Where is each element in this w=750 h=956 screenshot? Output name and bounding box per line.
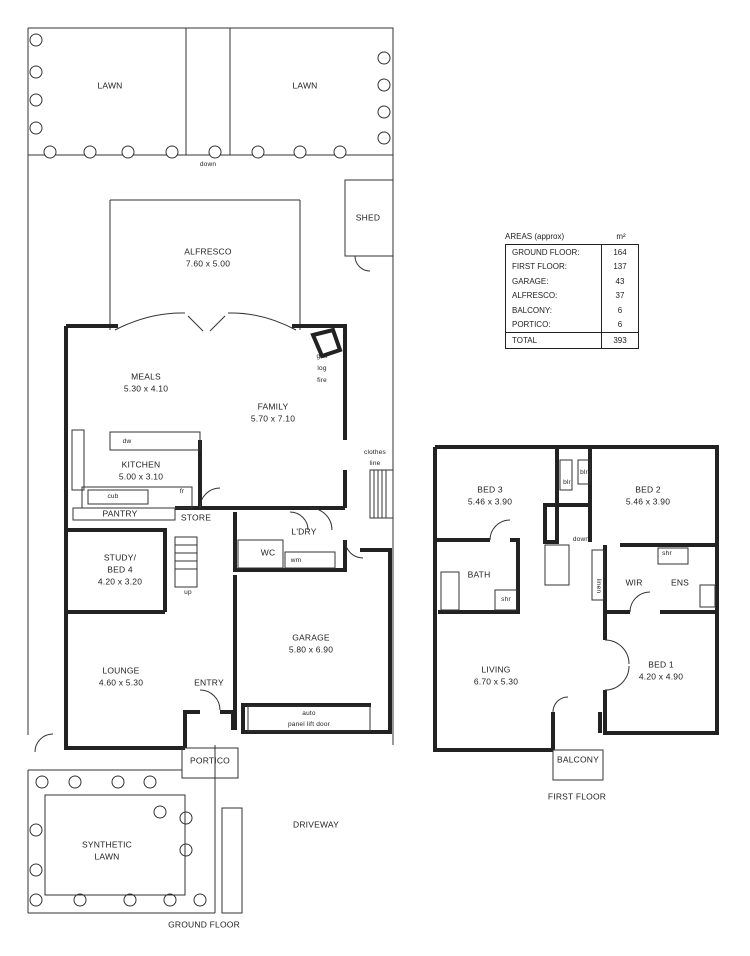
synthetic-lawn-label-line2: LAWN [94, 851, 120, 862]
wir-label: WIR [625, 577, 643, 588]
alfresco-size: 7.60 x 5.00 [185, 258, 231, 269]
ensuite-label: ENS [670, 577, 690, 588]
first-floor-title: FIRST FLOOR [547, 791, 607, 802]
lounge-size: 4.60 x 5.30 [98, 677, 144, 688]
study-label-line1: STUDY/ [103, 552, 137, 563]
garage-label: GARAGE [292, 632, 330, 643]
living-label: LIVING [481, 664, 511, 675]
areas-row: GROUND FLOOR:164 [506, 245, 638, 260]
garage-size: 5.80 x 6.90 [288, 644, 334, 655]
areas-row: GARAGE:43 [506, 274, 638, 289]
balcony-label: BALCONY [556, 754, 600, 765]
washing-machine-label: wm [290, 557, 302, 564]
areas-table-header: AREAS (approx) m² [505, 228, 639, 244]
bed1-label: BED 1 [648, 659, 674, 670]
log-label: log [317, 365, 327, 372]
fridge-label: fr [179, 488, 185, 495]
linen-label: linen [595, 578, 602, 594]
lawn-left-label: LAWN [97, 80, 123, 91]
ground-floor-title: GROUND FLOOR [168, 919, 240, 930]
store-label: STORE [180, 512, 212, 523]
areas-unit: m² [616, 231, 626, 241]
bed2-robe-label: blr [580, 469, 588, 476]
pantry-label: PANTRY [102, 508, 138, 519]
areas-row: ALFRESCO:37 [506, 288, 638, 303]
areas-row: BALCONY:6 [506, 303, 638, 318]
areas-heading: AREAS (approx) [505, 231, 565, 241]
areas-row: PORTICO:6 [506, 317, 638, 332]
lounge-label: LOUNGE [102, 665, 140, 676]
entry-label: ENTRY [194, 677, 224, 688]
synthetic-lawn-area [44, 794, 186, 896]
fire-label: fire [317, 377, 327, 384]
laundry-label: L'DRY [291, 526, 317, 537]
bed1-size: 4.20 x 4.90 [638, 671, 684, 682]
bed3-size: 5.46 x 3.90 [467, 496, 513, 507]
meals-size: 5.30 x 4.10 [123, 383, 169, 394]
study-size: 4.20 x 3.20 [97, 576, 143, 587]
stairs-up-label: up [184, 589, 192, 596]
meals-label: MEALS [131, 371, 161, 382]
bath-shower-label: shr [501, 596, 511, 603]
line-label: line [369, 460, 381, 467]
shed-label: SHED [355, 212, 381, 223]
site-boundary [28, 27, 394, 745]
study-label-line2: BED 4 [107, 564, 133, 575]
landscape-shrubs [29, 33, 391, 907]
first-floor-walls [433, 445, 719, 752]
gas-label: gas [316, 353, 328, 360]
kitchen-label: KITCHEN [121, 459, 161, 470]
clothes-label: clothes [364, 449, 386, 456]
alfresco-label: ALFRESCO [184, 246, 232, 257]
bed3-robe-label: blr [563, 479, 571, 486]
synthetic-lawn-label-line1: SYNTHETIC [82, 839, 132, 850]
lawn-steps-down-label: down [199, 161, 217, 168]
bed2-label: BED 2 [635, 484, 661, 495]
family-size: 5.70 x 7.10 [250, 413, 296, 424]
garage-door-label-line2: panel lift door [287, 721, 331, 728]
kitchen-size: 5.00 x 3.10 [118, 471, 164, 482]
areas-table: AREAS (approx) m² GROUND FLOOR:164 FIRST… [505, 228, 639, 349]
cupboard-label: cub [107, 493, 119, 500]
wc-label: WC [260, 547, 276, 558]
areas-row: FIRST FLOOR:137 [506, 259, 638, 274]
dishwasher-label: dw [122, 438, 132, 445]
driveway-label: DRIVEWAY [293, 819, 339, 830]
areas-table-body: GROUND FLOOR:164 FIRST FLOOR:137 GARAGE:… [505, 244, 639, 349]
garage-door-label-line1: auto [302, 710, 316, 717]
family-label: FAMILY [257, 401, 289, 412]
bed3-label: BED 3 [477, 484, 503, 495]
bed2-size: 5.46 x 3.90 [625, 496, 671, 507]
ensuite-shower-label: shr [662, 550, 672, 557]
lawn-right-label: LAWN [292, 80, 318, 91]
bath-label: BATH [467, 569, 491, 580]
living-size: 6.70 x 5.30 [473, 676, 519, 687]
stairs-down-label: down [572, 536, 590, 543]
portico-label: PORTICO [190, 755, 230, 766]
